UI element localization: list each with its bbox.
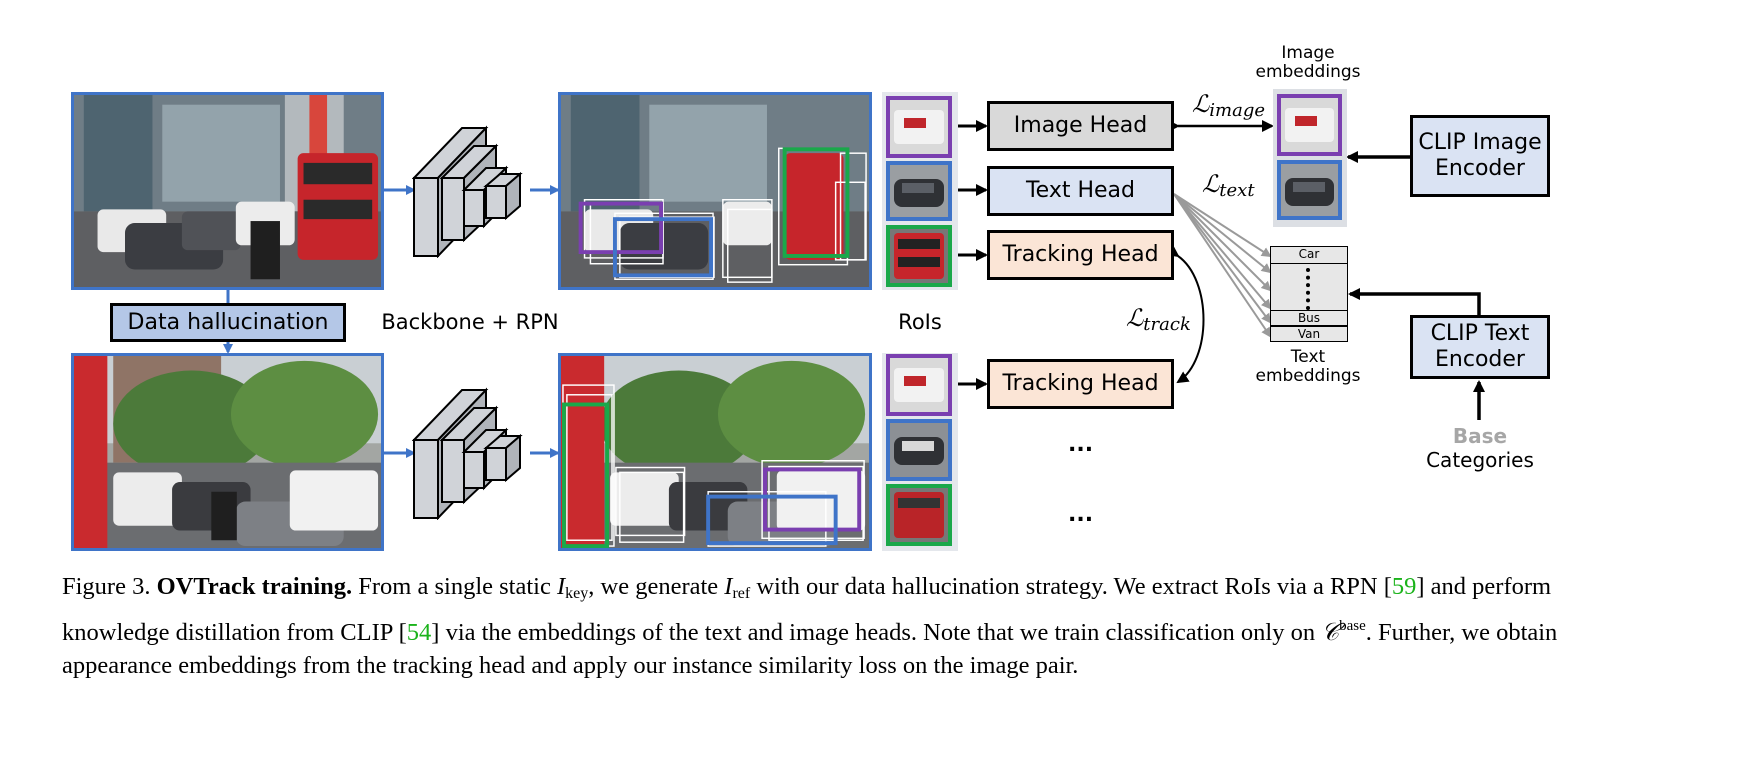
roi-thumb-van-bottom [886,354,952,416]
tracking-head-top-label: Tracking Head [1002,242,1159,267]
backbone-bottom-icon [412,387,523,520]
loss-image-label: ℒimage [1192,90,1266,121]
text-embedding-car: Car [1270,246,1348,264]
base-categories-label: Base Categories [1426,424,1534,472]
image-embedding-car [1277,160,1342,220]
roi-thumb-van-top [886,96,952,158]
text-embedding-dots [1306,268,1314,310]
tracking-head-bottom-label: Tracking Head [1002,371,1159,396]
roi-thumb-car-bottom [886,419,952,481]
ref-image-photo [71,353,384,551]
image-embedding-van [1277,94,1342,156]
data-hallucination-box: Data hallucination [110,303,346,342]
image-embeddings-label: Image embeddings [1255,43,1361,82]
text-head-label: Text Head [1025,178,1135,203]
ellipsis-1: ... [1068,432,1094,457]
data-hallucination-label: Data hallucination [127,309,329,335]
text-embedding-van: Van [1270,326,1348,342]
clip-text-encoder-box: CLIP Text Encoder [1410,315,1550,379]
loss-text-label: ℒtext [1202,170,1255,201]
figure-caption: Figure 3. OVTrack training. From a singl… [62,573,1558,679]
text-embedding-bus: Bus [1270,310,1348,326]
key-image-rois-photo [558,92,872,290]
image-head-label: Image Head [1013,113,1148,138]
rois-label: RoIs [898,310,942,334]
backbone-label: Backbone + RPN [381,310,559,334]
roi-thumb-bus-bottom [886,484,952,546]
key-image-photo [71,92,384,290]
tracking-head-bottom-box: Tracking Head [987,359,1174,409]
ref-image-rois-photo [558,353,872,551]
clip-image-encoder-box: CLIP Image Encoder [1410,115,1550,197]
ellipsis-2: ... [1068,502,1094,527]
backbone-top-icon [412,125,523,258]
text-head-box: Text Head [987,166,1174,216]
image-head-box: Image Head [987,101,1174,151]
roi-thumb-car-top [886,161,952,221]
roi-thumb-bus-top [886,225,952,287]
tracking-head-top-box: Tracking Head [987,230,1174,280]
loss-track-label: ℒtrack [1126,304,1191,335]
text-embeddings-label: Text embeddings [1255,347,1361,386]
